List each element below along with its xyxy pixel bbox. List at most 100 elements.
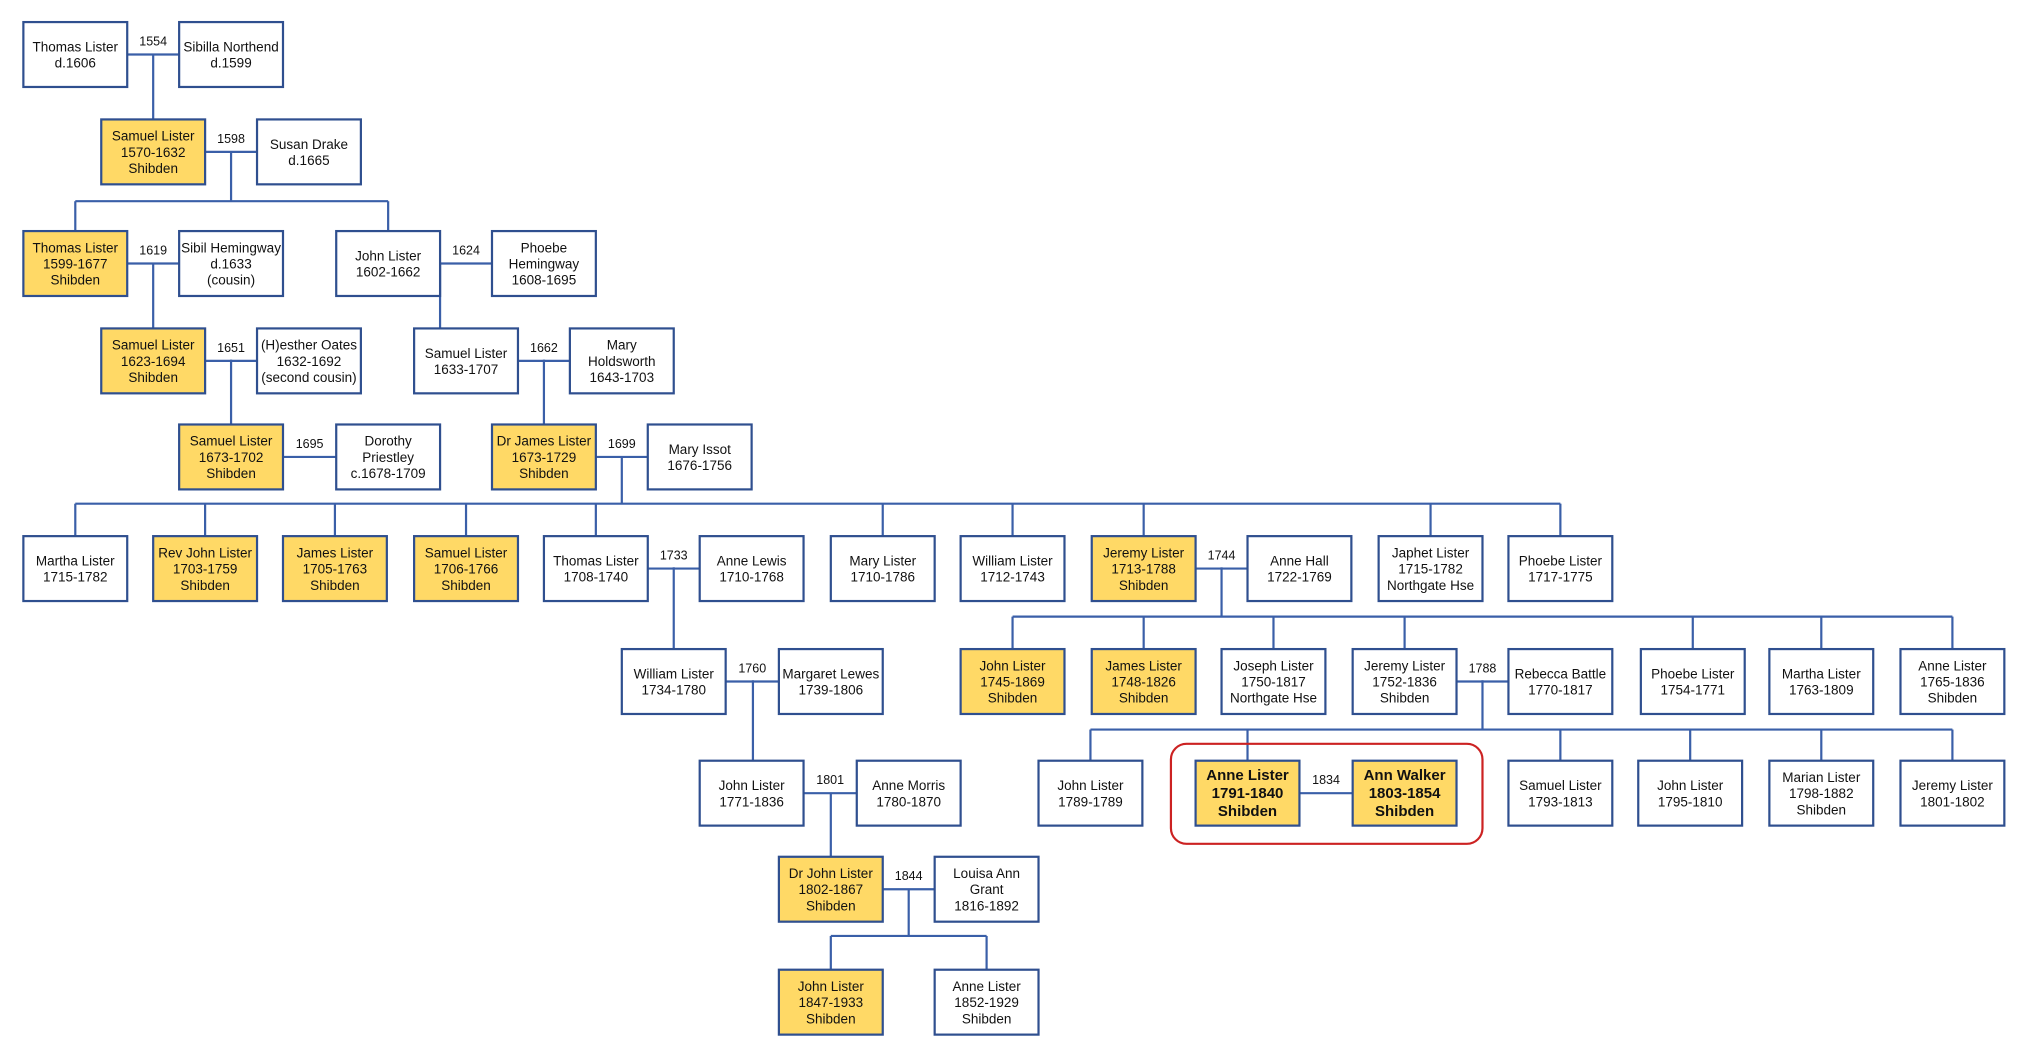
person-text-line: 1608-1695 [512, 273, 577, 288]
person-text-line: John Lister [1057, 778, 1124, 793]
person-text-line: Shibden [1797, 802, 1847, 817]
person-text-line: Jeremy Lister [1912, 778, 1994, 793]
person-text-line: Phoebe Lister [1651, 666, 1735, 681]
person-text-line: 1734-1780 [641, 683, 706, 698]
person-box-frame [100, 118, 207, 186]
person-box-frame [1899, 647, 2006, 716]
highlight-outline [1169, 742, 1484, 845]
person-text-line: 1795-1810 [1658, 794, 1723, 809]
person-text-line: Thomas Lister [553, 553, 639, 568]
marriage-year: 1744 [1208, 549, 1236, 563]
person-text-line: 1673-1702 [199, 450, 264, 465]
person-text-line: 1791-1840 [1212, 785, 1284, 802]
person-text-line: John Lister [719, 778, 786, 793]
person-box-frame [1507, 647, 1614, 716]
person-text-line: Shibden [806, 1011, 856, 1026]
person-text-line: 1623-1694 [121, 354, 186, 369]
person-text-line: John Lister [1657, 778, 1724, 793]
person-box-frame [178, 229, 285, 298]
marriage-year: 1733 [660, 549, 688, 563]
person-text-line: Grant [970, 882, 1004, 897]
person-text-line: Jeremy Lister [1103, 545, 1185, 560]
person-text-line: Susan Drake [270, 137, 348, 152]
person-text-line: Shibden [962, 1011, 1012, 1026]
person-text-line: James Lister [297, 545, 374, 560]
person-text-line: Samuel Lister [112, 129, 195, 144]
person-text-line: 1789-1789 [1058, 794, 1123, 809]
person-text-line: 1710-1786 [850, 570, 915, 585]
person-text-line: 1599-1677 [43, 257, 108, 272]
person-box-frame [1377, 535, 1484, 603]
marriage-year: 1699 [608, 437, 636, 451]
person-box-frame [1768, 759, 1875, 827]
marriage-year: 1624 [452, 243, 480, 257]
person-text-line: Shibden [988, 691, 1038, 706]
person-text-line: Shibden [1375, 803, 1434, 820]
person-text-line: Samuel Lister [425, 545, 508, 560]
person-text-line: Mary Lister [849, 553, 916, 568]
person-text-line: Samuel Lister [1519, 778, 1602, 793]
person-box-frame [335, 423, 442, 491]
person-box-frame [255, 327, 362, 395]
person-box-frame [1220, 647, 1327, 716]
person-text-line: Shibden [206, 466, 256, 481]
person-box-frame [777, 647, 884, 716]
person-text-line: Phoebe [521, 240, 568, 255]
person-text-line: 1713-1788 [1111, 562, 1176, 577]
person-text-line: 1801-1802 [1920, 794, 1985, 809]
person-box: Mary Lister 1710-1786 [829, 535, 936, 603]
person-text-line: Dr James Lister [497, 434, 592, 449]
person-text-line: John Lister [798, 979, 865, 994]
person-box-frame [335, 229, 442, 298]
person-text-line: John Lister [355, 248, 422, 263]
person-box-frame [413, 327, 520, 395]
person-text-line: Rebecca Battle [1515, 666, 1607, 681]
marriage-year: 1619 [139, 243, 167, 257]
person-text-line: 1798-1882 [1789, 786, 1854, 801]
person-text-line: 1715-1782 [43, 570, 108, 585]
person-text-line: Samuel Lister [112, 338, 195, 353]
person-box-frame [178, 20, 285, 89]
person-box-frame [829, 535, 936, 603]
person-box-frame [1351, 759, 1458, 827]
person-box-frame [413, 535, 520, 603]
person-box-frame [959, 647, 1066, 716]
person-box-frame [1246, 535, 1353, 603]
person-text-line: 1770-1817 [1528, 683, 1593, 698]
person-box-frame [1768, 647, 1875, 716]
person-text-line: 1676-1756 [667, 458, 732, 473]
person-text-line: 1802-1867 [799, 882, 864, 897]
person-text-line: 1752-1836 [1372, 675, 1437, 690]
person-text-line: Anne Lister [952, 979, 1021, 994]
person-text-line: Phoebe Lister [1519, 553, 1603, 568]
person-text-line: Shibden [310, 578, 360, 593]
person-text-line: (H)esther Oates [261, 338, 357, 353]
person-box-frame [1037, 759, 1144, 827]
person-text-line: 1643-1703 [590, 370, 655, 385]
person-text-line: Anne Lister [1206, 767, 1289, 784]
person-text-line: 1803-1854 [1369, 785, 1441, 802]
person-box-frame [22, 535, 129, 603]
person-text-line: Martha Lister [1782, 666, 1861, 681]
person-box-frame [281, 535, 388, 603]
marriage-year: 1844 [895, 869, 923, 883]
person-box-frame [698, 759, 805, 827]
